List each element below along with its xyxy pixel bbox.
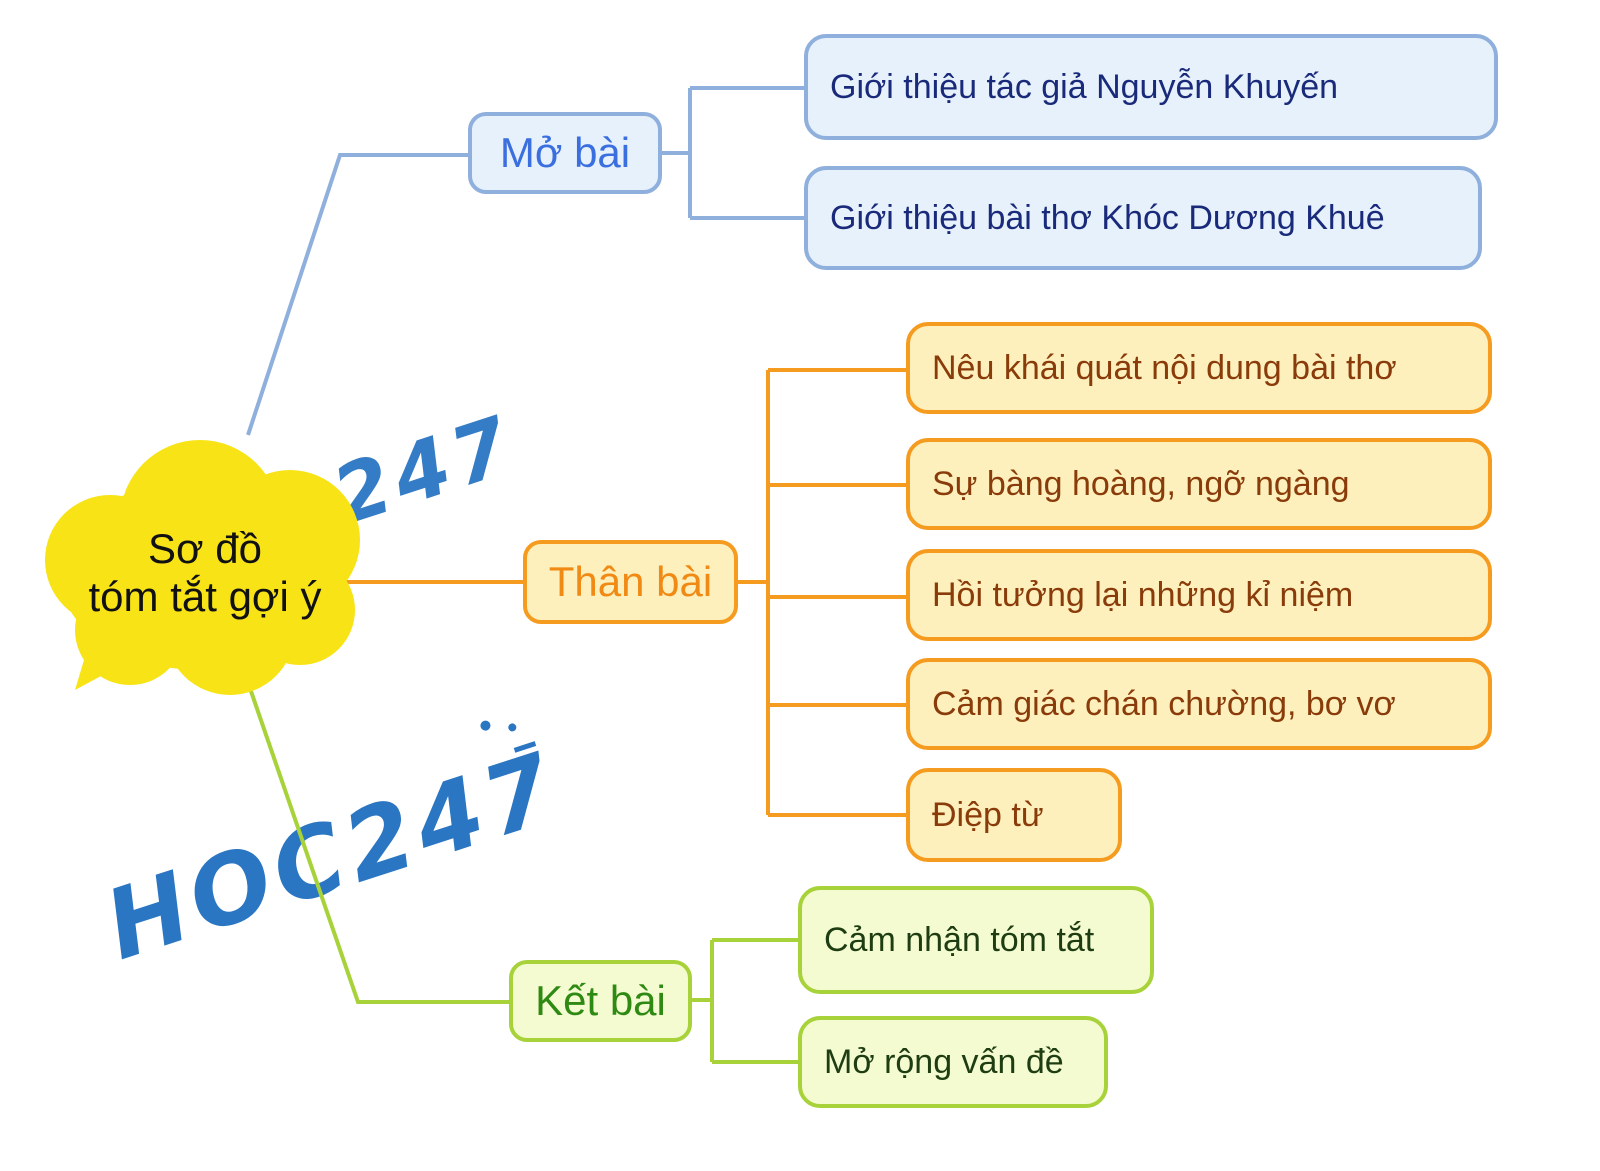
connector-root-mobai <box>246 153 470 436</box>
branch-label: Thân bài <box>548 558 713 605</box>
leaf-mo-bai-1: Giới thiệu tác giả Nguyễn Khuyến <box>804 34 1498 140</box>
branch-label: Mở bài <box>499 129 631 176</box>
leaf-label: Giới thiệu bài thơ Khóc Dương Khuê <box>830 198 1385 237</box>
leaf-ket-bai-2: Mở rộng vấn đề <box>798 1016 1108 1108</box>
leaf-mo-bai-2: Giới thiệu bài thơ Khóc Dương Khuê <box>804 166 1482 270</box>
connector-mobai-children <box>662 86 806 220</box>
root-line-2: tóm tắt gợi ý <box>88 573 322 620</box>
leaf-label: Điệp từ <box>932 795 1044 834</box>
leaf-label: Cảm giác chán chường, bơ vơ <box>932 684 1396 723</box>
leaf-label: Sự bàng hoàng, ngỡ ngàng <box>932 464 1350 503</box>
leaf-than-bai-4: Cảm giác chán chường, bơ vơ <box>906 658 1492 750</box>
leaf-than-bai-5: Điệp từ <box>906 768 1122 862</box>
leaf-label: Hồi tưởng lại những kỉ niệm <box>932 575 1354 614</box>
leaf-label: Mở rộng vấn đề <box>824 1042 1064 1081</box>
connector-ketbai-children <box>692 938 800 1064</box>
watermark-logo: HOC247 <box>92 720 573 982</box>
leaf-than-bai-1: Nêu khái quát nội dung bài thơ <box>906 322 1492 414</box>
branch-label: Kết bài <box>535 977 666 1024</box>
leaf-label: Cảm nhận tóm tắt <box>824 920 1095 959</box>
root-line-1: Sơ đồ <box>148 525 262 572</box>
connector-thanbai-children <box>738 368 908 817</box>
branch-ket-bai: Kết bài <box>509 960 692 1042</box>
connector-root-ketbai <box>241 667 510 1004</box>
leaf-ket-bai-1: Cảm nhận tóm tắt <box>798 886 1154 994</box>
root-node-label: Sơ đồ tóm tắt gợi ý <box>60 525 350 621</box>
leaf-label: Giới thiệu tác giả Nguyễn Khuyến <box>830 67 1339 106</box>
branch-than-bai: Thân bài <box>523 540 738 624</box>
root-cloud <box>45 440 360 695</box>
svg-text:HOC247: HOC247 <box>92 730 572 981</box>
leaf-than-bai-3: Hồi tưởng lại những kỉ niệm <box>906 549 1492 641</box>
leaf-label: Nêu khái quát nội dung bài thơ <box>932 348 1397 387</box>
leaf-than-bai-2: Sự bàng hoàng, ngỡ ngàng <box>906 438 1492 530</box>
branch-mo-bai: Mở bài <box>468 112 662 194</box>
